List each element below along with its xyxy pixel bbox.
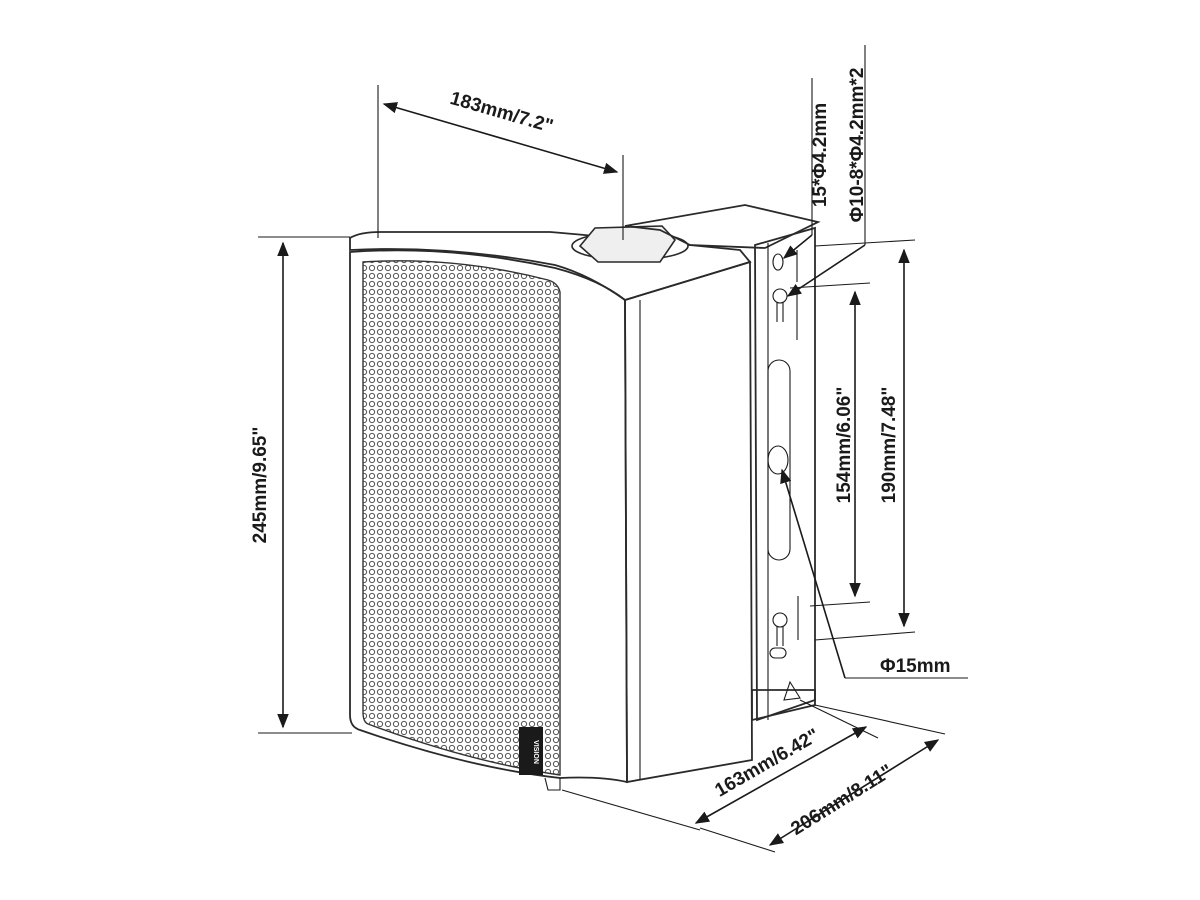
small-hole-bottom (769, 647, 787, 659)
mounting-bracket (624, 204, 821, 722)
dimension-width: 183mm/7.2" (377, 85, 624, 240)
dimension-hole-spacing-outer: 190mm/7.48" (814, 239, 916, 641)
center-hole (767, 445, 789, 475)
callout-keyhole: Φ10-8*Φ4.2mm*2 (786, 45, 868, 297)
brand-logo-text: VISION (532, 740, 539, 764)
dimension-depth-body-label: 163mm/6.42" (711, 725, 823, 802)
callout-small-hole: 15*Φ4.2mm (782, 78, 831, 259)
cable-slot (767, 359, 791, 561)
callout-center-hole-label: Φ15mm (880, 656, 951, 677)
keyhole-bottom (772, 596, 799, 646)
dimension-depth-total-label: 206mm/8.11" (787, 761, 896, 840)
callout-keyhole-label: Φ10-8*Φ4.2mm*2 (847, 68, 868, 223)
speaker-body: VISION (349, 225, 753, 791)
small-hole-top (772, 253, 784, 271)
dimension-width-label: 183mm/7.2" (448, 88, 556, 137)
callout-small-hole-label: 15*Φ4.2mm (810, 103, 831, 207)
brand-logo (519, 727, 543, 775)
keyhole-top (772, 288, 798, 340)
dimension-height: 245mm/9.65" (250, 236, 352, 734)
callout-center-hole: Φ15mm (780, 468, 968, 679)
dimension-height-label: 245mm/9.65" (250, 427, 271, 544)
dimension-hole-spacing-inner-label: 154mm/6.06" (834, 387, 855, 504)
dimension-hole-spacing-outer-label: 190mm/7.48" (879, 387, 900, 504)
dimension-hole-spacing-inner: 154mm/6.06" (789, 282, 871, 607)
